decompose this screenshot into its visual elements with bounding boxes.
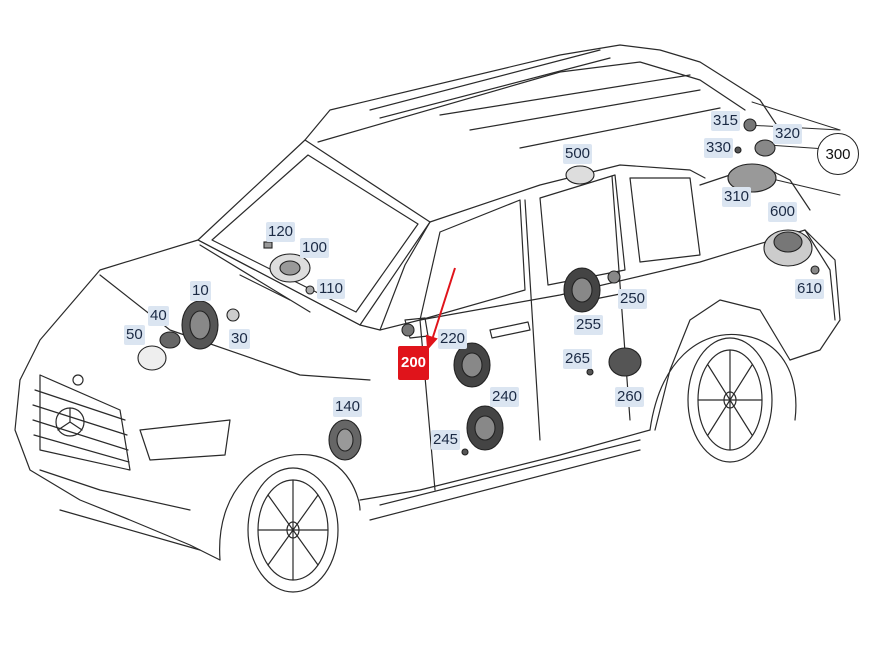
roof-outline xyxy=(304,44,781,141)
windshield-outline xyxy=(197,139,431,326)
part-500-speaker xyxy=(565,165,595,185)
part-label-255[interactable]: 255 xyxy=(574,315,604,335)
highlight-arrow xyxy=(425,267,456,351)
part-label-265[interactable]: 265 xyxy=(563,349,593,369)
part-label-315[interactable]: 315 xyxy=(711,111,741,131)
part-label-10[interactable]: 10 xyxy=(190,281,211,301)
part-label-330[interactable]: 330 xyxy=(704,138,734,158)
front-wheel xyxy=(247,467,339,593)
part-label-245[interactable]: 245 xyxy=(431,430,461,450)
part-label-30[interactable]: 30 xyxy=(229,329,250,349)
part-label-100[interactable]: 100 xyxy=(300,238,330,258)
part-label-500[interactable]: 500 xyxy=(563,144,593,164)
part-310-speaker xyxy=(727,163,777,193)
part-label-50[interactable]: 50 xyxy=(124,325,145,345)
part-label-40[interactable]: 40 xyxy=(148,306,169,326)
part-label-110[interactable]: 110 xyxy=(317,279,345,299)
part-label-200-highlighted[interactable]: 200 xyxy=(398,346,430,380)
part-label-610[interactable]: 610 xyxy=(795,279,825,299)
part-label-320[interactable]: 320 xyxy=(773,124,803,144)
part-label-600[interactable]: 600 xyxy=(768,202,798,222)
part-label-240[interactable]: 240 xyxy=(490,387,520,407)
hood-outline xyxy=(19,239,199,381)
part-label-310[interactable]: 310 xyxy=(722,187,752,207)
part-label-260[interactable]: 260 xyxy=(615,387,645,407)
part-label-140[interactable]: 140 xyxy=(333,397,363,417)
rear-wheel xyxy=(687,337,773,463)
part-260-bracket xyxy=(608,347,642,377)
part-50-tweeter xyxy=(137,345,167,371)
part-label-300-assembly[interactable]: 300 xyxy=(817,133,859,175)
part-label-250[interactable]: 250 xyxy=(618,289,648,309)
part-label-220[interactable]: 220 xyxy=(438,329,468,349)
part-label-120[interactable]: 120 xyxy=(266,222,296,242)
